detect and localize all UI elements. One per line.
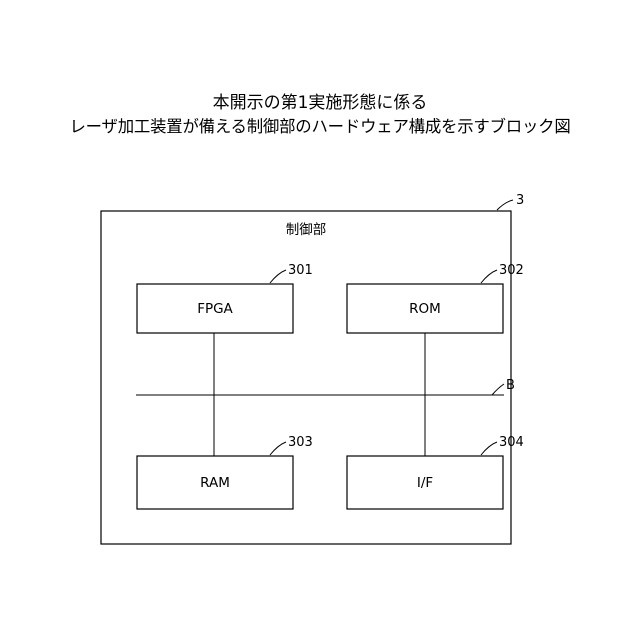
rom-label: ROM — [409, 301, 441, 317]
if-ref-leader — [481, 442, 497, 455]
control-unit-ref-leader — [497, 200, 513, 210]
rom-ref: 302 — [499, 263, 524, 278]
bus-ref: B — [506, 378, 515, 393]
control-unit-ref: 3 — [516, 193, 524, 208]
rom-ref-leader — [481, 270, 497, 283]
if-label: I/F — [417, 475, 433, 491]
bus-ref-leader — [492, 384, 504, 395]
if-ref: 304 — [499, 435, 524, 450]
ram-ref-leader — [270, 442, 286, 455]
fpga-ref-leader — [270, 270, 286, 283]
ram-ref: 303 — [288, 435, 313, 450]
fpga-label: FPGA — [197, 301, 233, 317]
ram-label: RAM — [200, 475, 230, 491]
control-unit-label: 制御部 — [286, 222, 327, 238]
fpga-ref: 301 — [288, 263, 313, 278]
